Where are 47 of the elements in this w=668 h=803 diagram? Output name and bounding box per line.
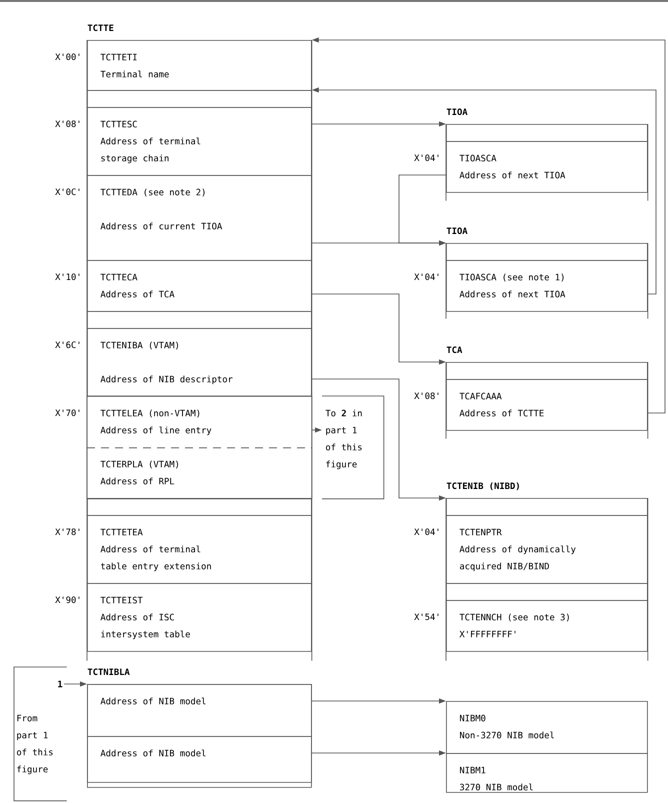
empty-field-box	[446, 498, 648, 516]
offset-label: X'04'	[414, 528, 438, 536]
field-box: TCTTEIST Address of ISC intersystem table	[87, 583, 312, 652]
offset-label: X'6C'	[55, 341, 80, 348]
field-box: TCTTETEA Address of terminal table entry extension	[87, 515, 312, 584]
empty-field-box	[87, 311, 312, 329]
field-box: Address of NIB model	[87, 736, 312, 788]
field-box: TCTENIBA (VTAM) Address of NIB descriptor	[87, 328, 312, 397]
field-box: TIOASCA Address of next TIOA	[446, 141, 648, 193]
field-box: NIBM1 3270 NIB model	[446, 753, 648, 793]
offset-label: X'08'	[414, 392, 438, 400]
empty-field-box	[446, 243, 648, 261]
field-box: TCAFCAAA Address of TCTTE	[446, 379, 648, 431]
structure-heading: TCA	[446, 346, 462, 354]
field-box: TCTTECA Address of TCA	[87, 260, 312, 312]
field-box: TCTTETI Terminal name	[87, 40, 312, 91]
structure-heading: TIOA	[446, 108, 468, 116]
structure-heading: TCTTE	[88, 24, 114, 32]
offset-label: X'04'	[414, 154, 438, 162]
offset-label: X'0C'	[55, 188, 80, 196]
connector-number: 1	[58, 680, 62, 688]
offset-label: X'70'	[55, 409, 80, 416]
field-box: TCTERPLA (VTAM) Address of RPL	[86, 446, 312, 500]
offset-label: X'78'	[55, 528, 80, 536]
structure-heading: TCTNIBLA	[88, 668, 130, 676]
empty-field-box	[446, 362, 648, 380]
offset-label: X'08'	[55, 120, 80, 128]
field-box: TCTENNCH (see note 3) X'FFFFFFFF'	[446, 600, 648, 652]
offset-label: X'10'	[55, 273, 80, 280]
empty-field-box	[446, 124, 648, 142]
field-box: TIOASCA (see note 1) Address of next TIOA	[446, 260, 648, 312]
field-box: TCTTEDA (see note 2) Address of current TIOA	[87, 175, 312, 261]
field-box: Address of NIB model	[87, 684, 312, 737]
structure-heading: TIOA	[446, 227, 468, 234]
offset-label: X'54'	[414, 614, 438, 620]
field-box: TCTTELEA (non-VTAM) Address of line entry	[86, 396, 312, 448]
empty-field-box	[446, 583, 648, 601]
offset-label: X'04'	[414, 273, 438, 280]
field-box: NIBM0 Non-3270 NIB model	[446, 701, 648, 754]
reference-bracket: To 2 in part 1 of this figure	[322, 396, 384, 500]
structure-heading: TCTENIB (NIBD)	[446, 482, 519, 490]
offset-label: X'00'	[55, 53, 80, 60]
empty-field-box	[87, 90, 312, 108]
empty-field-box	[87, 498, 312, 516]
offset-label: X'90'	[55, 596, 80, 604]
field-box: TCTTESC Address of terminal storage chain	[87, 107, 312, 176]
field-box: TCTENPTR Address of dynamically acquired NIB/BIND	[446, 515, 648, 584]
